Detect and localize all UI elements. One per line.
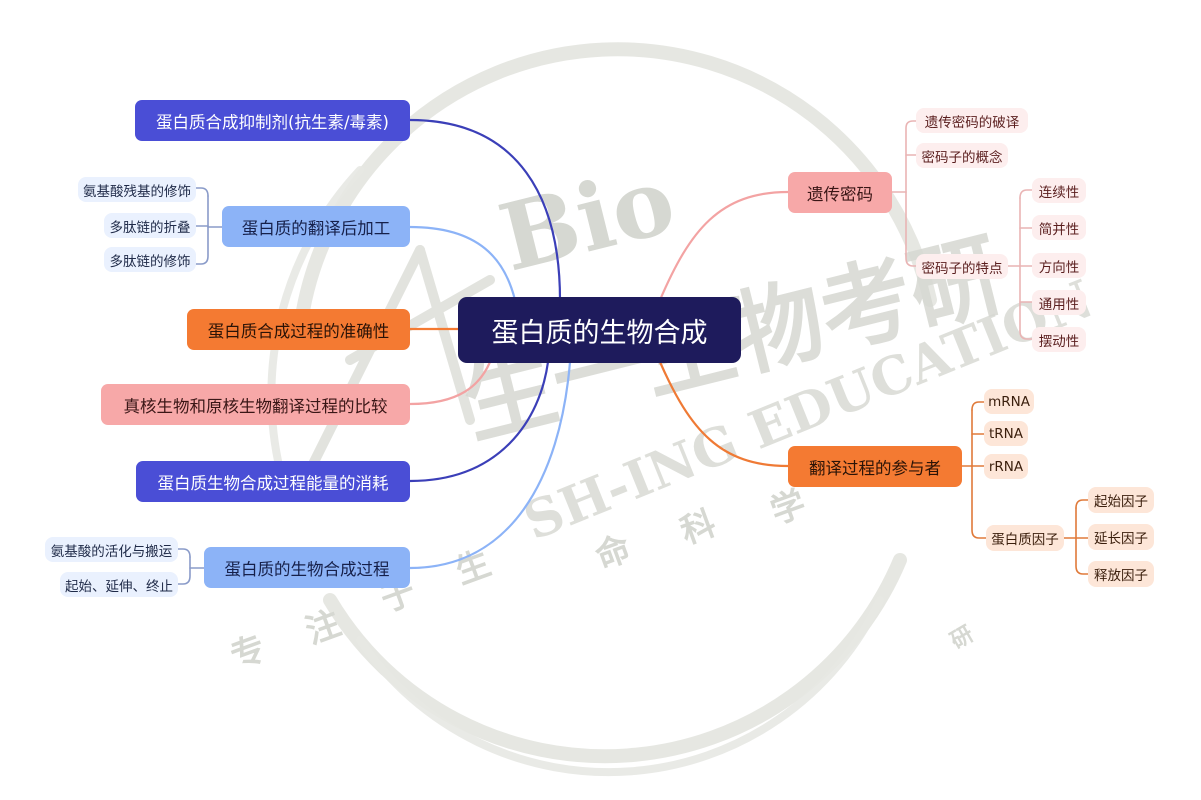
- leaf-mrna[interactable]: mRNA: [984, 389, 1034, 414]
- leaf-continuity[interactable]: 连续性: [1032, 178, 1086, 203]
- root-node[interactable]: 蛋白质的生物合成: [458, 297, 741, 363]
- leaf-initiation-factors[interactable]: 起始因子: [1088, 487, 1154, 513]
- branch-eukaryote-prokaryote-comparison[interactable]: 真核生物和原核生物翻译过程的比较: [101, 384, 410, 425]
- branch-biosynthesis-process[interactable]: 蛋白质的生物合成过程: [204, 547, 410, 588]
- leaf-universality[interactable]: 通用性: [1032, 290, 1086, 315]
- root-label: 蛋白质的生物合成: [491, 317, 708, 349]
- leaf-wobble[interactable]: 摆动性: [1032, 327, 1086, 352]
- branch-post-translational-processing[interactable]: 蛋白质的翻译后加工: [222, 206, 410, 247]
- leaf-elongation-factors[interactable]: 延长因子: [1088, 524, 1154, 550]
- leaf-polypeptide-modification[interactable]: 多肽链的修饰: [104, 247, 196, 272]
- leaf-directionality[interactable]: 方向性: [1032, 253, 1086, 278]
- branch-energy-consumption[interactable]: 蛋白质生物合成过程能量的消耗: [136, 461, 410, 502]
- branch-genetic-code[interactable]: 遗传密码: [788, 172, 892, 213]
- leaf-codon-features[interactable]: 密码子的特点: [916, 254, 1008, 279]
- leaf-polypeptide-folding[interactable]: 多肽链的折叠: [104, 213, 196, 238]
- branch-synthesis-accuracy[interactable]: 蛋白质合成过程的准确性: [187, 309, 410, 350]
- leaf-codon-concept[interactable]: 密码子的概念: [916, 143, 1008, 168]
- branch-translation-participants[interactable]: 翻译过程的参与者: [788, 446, 962, 487]
- branch-inhibitors[interactable]: 蛋白质合成抑制剂(抗生素/毒素): [135, 100, 410, 141]
- leaf-rrna[interactable]: rRNA: [984, 454, 1028, 479]
- leaf-initiation-elongation-termination[interactable]: 起始、延伸、终止: [60, 572, 178, 597]
- leaf-trna[interactable]: tRNA: [984, 421, 1028, 446]
- leaf-release-factors[interactable]: 释放因子: [1088, 561, 1154, 587]
- leaf-amino-acid-residue-modification[interactable]: 氨基酸残基的修饰: [78, 177, 196, 202]
- leaf-genetic-code-deciphering[interactable]: 遗传密码的破译: [916, 108, 1028, 133]
- leaf-protein-factors[interactable]: 蛋白质因子: [986, 525, 1064, 551]
- leaf-degeneracy[interactable]: 简并性: [1032, 215, 1086, 240]
- leaf-amino-acid-activation[interactable]: 氨基酸的活化与搬运: [45, 537, 178, 562]
